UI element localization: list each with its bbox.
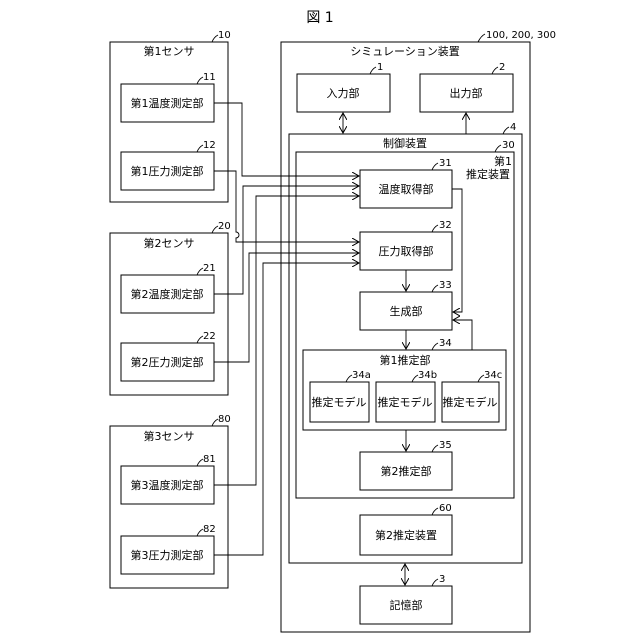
second-estimation-unit-ref: 35 (439, 440, 452, 451)
first-estimation-device-label-line1: 第1 (494, 154, 512, 168)
simulation-device-ref-leader (478, 34, 485, 42)
estimation-model-b-ref: 34b (418, 370, 437, 381)
output-unit-label: 出力部 (450, 86, 483, 100)
second-estimation-unit-label: 第2推定部 (381, 464, 432, 478)
sensor-3: 第3センサ 80 第3温度測定部 81 第3圧力測定部 82 (110, 414, 231, 588)
sensor-3-pressure-ref: 82 (203, 524, 216, 535)
sensor-2-temperature-label: 第2温度測定部 (131, 287, 204, 301)
generation-unit-label: 生成部 (390, 304, 423, 318)
storage-unit-label: 記憶部 (390, 598, 423, 612)
sensor-1-pressure-label: 第1圧力測定部 (131, 164, 204, 178)
sensor-1-temperature-ref: 11 (203, 72, 216, 83)
estimation-model-a-ref: 34a (352, 370, 371, 381)
pressure-acquisition-label: 圧力取得部 (379, 244, 434, 258)
estimation-model-b-label: 推定モデル (378, 395, 433, 409)
control-device-label: 制御装置 (383, 136, 427, 150)
sensor-3-ref: 80 (218, 414, 231, 425)
first-estimation-unit-label: 第1推定部 (380, 353, 431, 367)
sensor-3-label: 第3センサ (144, 429, 195, 443)
pressure-acquisition-ref: 32 (439, 220, 452, 231)
first-estimation-device-ref: 30 (502, 140, 515, 151)
sensor-2-temperature-ref: 21 (203, 263, 216, 274)
sensor-3-temperature-label: 第3温度測定部 (131, 478, 204, 492)
sensor-1-temperature-label: 第1温度測定部 (131, 96, 204, 110)
second-estimation-device-ref: 60 (439, 503, 452, 514)
simulation-device-ref: 100, 200, 300 (486, 30, 556, 41)
simulation-device-label: シミュレーション装置 (350, 45, 460, 58)
first-estimation-unit-ref: 34 (439, 338, 452, 349)
first-estimation-device-label-line2: 推定装置 (466, 167, 510, 181)
input-unit-label: 入力部 (327, 86, 360, 100)
estimation-model-c-ref: 34c (484, 370, 502, 381)
input-unit-ref: 1 (377, 62, 383, 73)
temperature-acquisition-ref: 31 (439, 158, 452, 169)
storage-unit-ref: 3 (439, 574, 445, 585)
estimation-model-a-label: 推定モデル (312, 395, 367, 409)
control-device-ref: 4 (510, 122, 516, 133)
output-unit-ref: 2 (499, 62, 505, 73)
sensor-3-temperature-ref: 81 (203, 454, 216, 465)
temperature-acquisition-label: 温度取得部 (379, 182, 434, 196)
sensor-2-ref: 20 (218, 221, 231, 232)
sensor-2-pressure-ref: 22 (203, 331, 216, 342)
second-estimation-device-label: 第2推定装置 (375, 528, 437, 542)
generation-unit-ref: 33 (439, 280, 452, 291)
sensor-1-pressure-ref: 12 (203, 140, 216, 151)
sensor-2: 第2センサ 20 第2温度測定部 21 第2圧力測定部 22 (110, 221, 231, 395)
sensor-1-label: 第1センサ (144, 44, 195, 58)
sensor-3-pressure-label: 第3圧力測定部 (131, 548, 204, 562)
sensor-1-ref: 10 (218, 30, 231, 41)
sensor-2-pressure-label: 第2圧力測定部 (131, 355, 204, 369)
figure-title: 図 1 (306, 10, 333, 26)
sensor-2-label: 第2センサ (144, 236, 195, 250)
estimation-model-c-label: 推定モデル (443, 395, 498, 409)
sensor-1: 第1センサ 10 第1温度測定部 11 第1圧力測定部 12 (110, 30, 231, 202)
